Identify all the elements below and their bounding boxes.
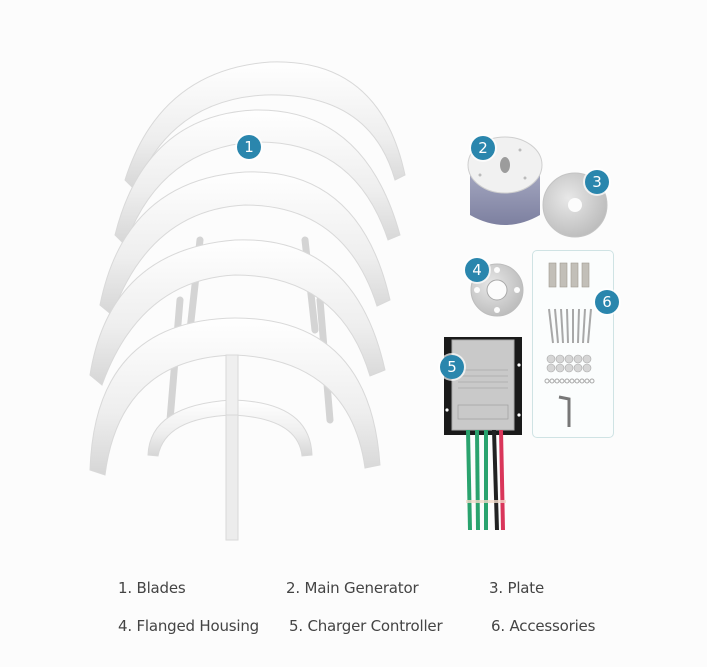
callout-badge-1: 1	[237, 135, 261, 159]
main-generator-illustration	[467, 136, 543, 225]
caption-accessories: 6. Accessories	[491, 617, 596, 635]
callout-badge-4: 4	[465, 258, 489, 282]
callout-badge-2: 2	[471, 136, 495, 160]
caption-plate: 3. Plate	[489, 579, 544, 597]
callout-badge-6: 6	[595, 290, 619, 314]
accessories-panel	[532, 250, 614, 438]
caption-blades: 1. Blades	[118, 579, 186, 597]
caption-main-generator: 2. Main Generator	[286, 579, 419, 597]
caption-charger-controller: 5. Charger Controller	[289, 617, 443, 635]
callout-badge-5: 5	[440, 355, 464, 379]
charger-controller-illustration	[444, 337, 522, 531]
accessories-illustration	[544, 262, 595, 427]
caption-flanged-housing: 4. Flanged Housing	[118, 617, 259, 635]
callout-badge-3: 3	[585, 170, 609, 194]
